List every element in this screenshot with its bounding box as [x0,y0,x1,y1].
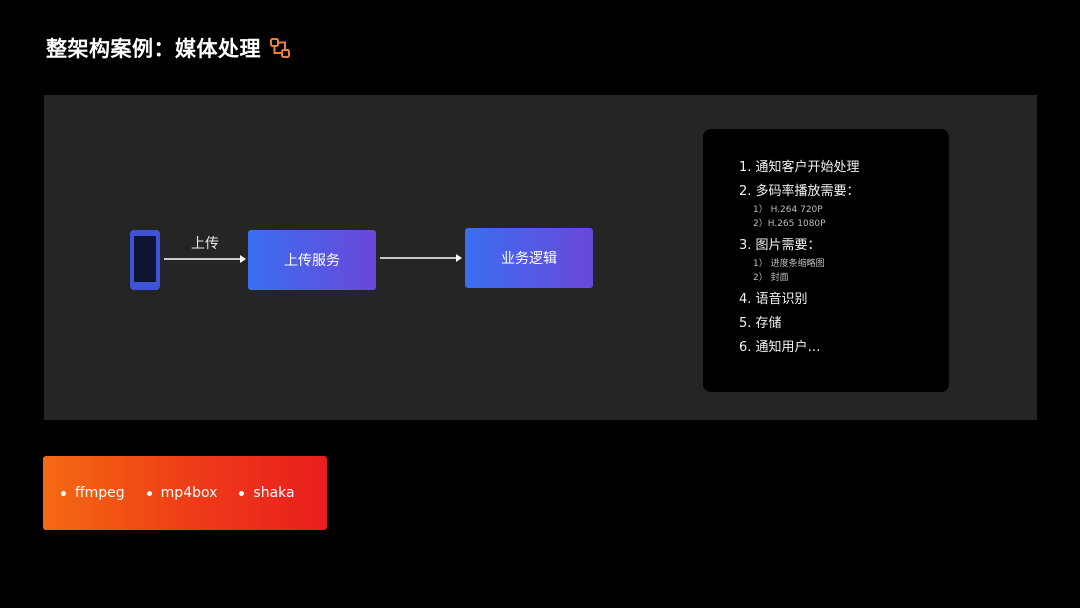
sub-item: 2） 封面 [753,273,789,283]
sub-list: 1） 进度条缩略图 2） 封面 [753,257,860,285]
page-title: 整架构案例：媒体处理 [46,33,291,63]
step-item: 6. 通知用户… [739,340,821,355]
step-item: 3. 图片需要： 1） 进度条缩略图 2） 封面 [739,237,860,285]
step-item: 2. 多码率播放需要： 1） H.264 720P 2）H.265 1080P [739,184,860,231]
step-item: 5. 存储 [739,316,782,331]
tool-mp4box: mp4box [147,485,218,501]
step-item: 4. 语音识别 [739,292,808,307]
page-title-text: 整架构案例：媒体处理 [46,37,261,61]
phone-icon [130,230,160,290]
upload-service-label: 上传服务 [284,253,340,269]
steps-list: 1. 通知客户开始处理 2. 多码率播放需要： 1） H.264 720P 2）… [739,159,860,357]
tools-bar: ffmpeg mp4box shaka [43,456,327,530]
tool-shaka: shaka [239,485,294,501]
tool-ffmpeg: ffmpeg [61,485,125,501]
architecture-panel: 上传 上传服务 业务逻辑 1. 通知客户开始处理 2. 多码率播放需要： 1） … [44,95,1037,420]
sub-item: 1） 进度条缩略图 [753,259,825,269]
arrow-upload-to-business [380,254,462,262]
upload-service-box: 上传服务 [248,230,376,290]
workflow-icon [270,38,290,58]
step-item: 1. 通知客户开始处理 [739,160,860,175]
sub-item: 2）H.265 1080P [753,219,826,229]
sub-list: 1） H.264 720P 2）H.265 1080P [753,203,860,231]
sub-item: 1） H.264 720P [753,205,823,215]
phone-screen [134,236,156,282]
arrow-phone-to-upload [164,255,246,263]
upload-label: 上传 [191,236,219,252]
business-logic-box: 业务逻辑 [465,228,593,288]
business-logic-label: 业务逻辑 [501,251,557,267]
steps-card: 1. 通知客户开始处理 2. 多码率播放需要： 1） H.264 720P 2）… [703,129,949,392]
